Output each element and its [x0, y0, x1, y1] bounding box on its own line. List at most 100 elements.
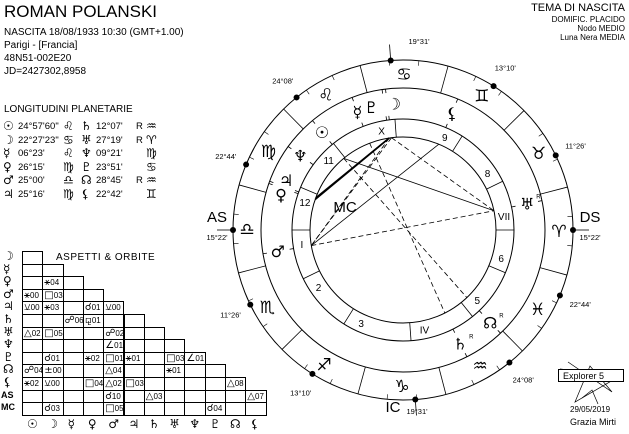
cusp-degree-label: 11°26'	[565, 142, 586, 151]
cusp-degree-label: 24°08'	[513, 376, 535, 385]
zodiac-sign-icon: ♒	[146, 173, 157, 187]
house-cusp	[300, 186, 318, 195]
aspect-symbol-icon: □	[166, 352, 176, 364]
planet-degree: 26°15'	[18, 161, 45, 173]
planet-glyph-icon: ♄	[81, 119, 92, 133]
planet-degree: 27°19'	[96, 134, 123, 146]
aspect-row-label: ☽	[3, 249, 14, 263]
angle-label-ic: IC	[386, 399, 401, 416]
angle-label-as: AS	[207, 209, 227, 226]
sign-boundary	[540, 186, 568, 195]
retrograde-flag: R	[136, 175, 143, 186]
aspect-symbol-icon: □	[105, 403, 115, 415]
planet-tick	[312, 120, 316, 124]
aspect-orb: 03	[153, 391, 163, 401]
planet-tick	[511, 205, 516, 208]
aspect-orb: 00	[30, 290, 39, 300]
planet-sun-icon: ☉	[315, 123, 329, 142]
decan-tick	[264, 131, 269, 135]
aspect-symbol-icon: △	[145, 390, 154, 402]
house-cusp	[303, 270, 320, 280]
planet-glyph-icon: ♆	[81, 146, 92, 160]
decan-tick	[248, 298, 254, 302]
software-label: Explorer 5	[558, 369, 624, 382]
aspect-line-opposition	[369, 143, 446, 314]
planet-pluto-icon: ♇	[364, 98, 378, 117]
aspect-symbol-icon: ⚹	[166, 365, 173, 377]
aspect-line-square	[391, 137, 495, 212]
aspect-row-label: ♃	[3, 299, 14, 314]
decan-tick	[262, 323, 268, 327]
house-cusp	[409, 322, 412, 341]
aspect-column-label: ♃	[128, 416, 140, 431]
aspects-title: ASPETTI & ORBITE	[56, 252, 156, 263]
decan-tick	[471, 379, 475, 385]
birth-place: Parigi - [Francia]	[4, 40, 78, 51]
house-cusp	[488, 265, 506, 274]
planet-glyph-icon: ☉	[3, 119, 14, 133]
aspect-symbol-icon: □	[125, 378, 135, 389]
zodiac-sign-icon: ♈	[551, 222, 566, 242]
longitudes-title: LONGITUDINI PLANETARIE	[4, 104, 133, 115]
aspect-column-label: ☊	[230, 416, 241, 431]
planet-mercury-icon: ☿	[353, 102, 363, 121]
aspect-orb: 03	[53, 290, 63, 300]
decan-tick	[552, 158, 558, 162]
zodiac-sign-icon: ♋	[63, 132, 74, 147]
zodiac-sign-icon: ♎	[63, 173, 74, 187]
cusp-degree-label: 24°08'	[272, 76, 294, 85]
planet-glyph-icon: ⚸	[81, 186, 90, 201]
house-number: 9	[442, 133, 448, 144]
planet-degree: 12°07'	[96, 121, 123, 132]
planet-uranus-icon: ♅	[520, 195, 534, 214]
house-number: 11	[323, 156, 334, 167]
planet-tick	[455, 98, 459, 103]
birth-info: NASCITA 18/08/1933 10:30 (GMT+1.00)	[4, 27, 184, 38]
aspect-symbol-icon: ☌	[105, 390, 112, 402]
author: Grazia Mirti	[570, 417, 617, 427]
aspect-column-label: ♂	[108, 416, 119, 431]
aspect-column-label: ☽	[47, 416, 59, 431]
aspect-symbol-icon: △	[24, 327, 32, 339]
longitude-row: ♃25°16'♍⚸22°42'♊	[3, 186, 203, 203]
retrograde-flag: R	[469, 334, 474, 340]
planet-mars-icon: ♂	[271, 242, 285, 261]
aspect-orb: 05	[114, 404, 124, 414]
house-cusp	[333, 143, 346, 158]
house-number: 12	[299, 198, 311, 209]
cusp-marker	[490, 83, 497, 90]
aspect-orb: 07	[255, 391, 264, 401]
zodiac-sign-icon: ♓	[530, 300, 545, 320]
cusp-marker	[309, 370, 316, 377]
decan-tick	[496, 365, 500, 371]
planet-tick	[294, 190, 299, 193]
zodiac-inner-ring	[260, 87, 546, 373]
planet-degree: 22°42'	[96, 188, 123, 200]
cusp-degree-label: 22°44'	[570, 300, 592, 309]
aspect-orb: 01	[172, 366, 181, 376]
aspect-orb: 04	[94, 379, 104, 388]
aspect-symbol-icon: ⚺	[44, 378, 51, 389]
cusp-marker	[243, 161, 250, 168]
aspect-row-label: ♅	[3, 324, 14, 339]
decan-tick	[473, 76, 477, 82]
zodiac-sign-icon: ♊	[146, 186, 157, 201]
planet-tick	[268, 183, 273, 186]
aspect-symbol-icon: △	[105, 378, 113, 389]
cusp-marker	[552, 152, 559, 159]
cusp-degree-label: 13°10'	[290, 388, 312, 397]
planet-glyph-icon: ☊	[81, 173, 92, 187]
aspect-orb: 02	[115, 328, 125, 338]
aspect-orb: 10	[111, 391, 121, 401]
sign-boundary	[539, 267, 568, 276]
aspect-orb: 02	[31, 328, 41, 338]
aspect-symbol-icon: △	[247, 390, 255, 402]
aspect-row-label: ☿	[3, 261, 11, 276]
aspect-symbol-icon: ⚹	[125, 352, 132, 364]
aspect-line-sextile	[315, 137, 390, 199]
zodiac-sign-icon: ♍	[261, 142, 276, 162]
aspect-column-label: ♆	[189, 416, 201, 431]
longitude-row: ☉24°57'60"♌♄12°07'R♒	[3, 119, 203, 135]
aspect-symbol-icon: □	[44, 327, 54, 339]
